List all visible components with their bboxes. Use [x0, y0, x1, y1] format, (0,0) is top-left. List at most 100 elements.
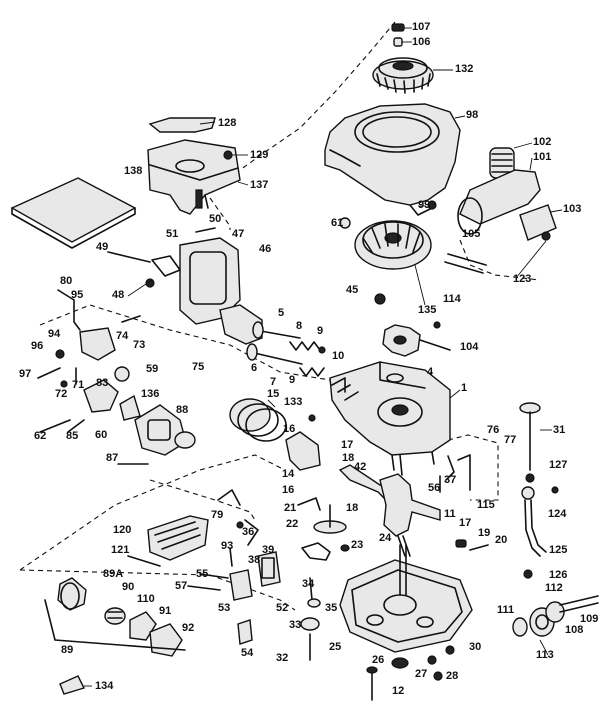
dipstick-oil-fill [519, 402, 559, 579]
callout-16: 16 [282, 484, 294, 496]
callout-128: 128 [218, 117, 236, 129]
callout-91: 91 [159, 605, 171, 617]
callout-49: 49 [96, 241, 108, 253]
callout-110: 110 [137, 593, 155, 605]
callout-127: 127 [549, 459, 567, 471]
pto-gear-set-108 [512, 595, 599, 656]
callout-129: 129 [250, 149, 268, 161]
callout-90: 90 [122, 581, 134, 593]
callout-80: 80 [60, 275, 72, 287]
callout-53: 53 [218, 602, 230, 614]
sump-base-25 [339, 544, 473, 701]
callout-17: 17 [341, 439, 353, 451]
callout-5: 5 [278, 307, 284, 319]
callout-38: 38 [248, 554, 260, 566]
piston-rings-15 [229, 398, 321, 471]
callout-23: 23 [351, 539, 363, 551]
callout-11: 11 [444, 508, 456, 520]
callout-48: 48 [112, 289, 124, 301]
magneto-104 [382, 321, 451, 357]
callout-133: 133 [284, 396, 302, 408]
callout-74: 74 [116, 330, 129, 342]
callout-9: 9 [289, 374, 295, 386]
cam-gear-22 [297, 497, 350, 561]
fuel-tank-128-137-138 [10, 117, 249, 249]
callout-85: 85 [66, 430, 78, 442]
callout-107: 107 [412, 21, 430, 33]
callout-97: 97 [19, 368, 31, 380]
callout-104: 104 [460, 341, 479, 353]
callout-124: 124 [548, 508, 567, 520]
callout-33: 33 [289, 619, 301, 631]
callout-114: 114 [443, 293, 462, 305]
callout-21: 21 [284, 502, 296, 514]
cylinder-block-1 [329, 361, 461, 471]
callout-18: 18 [342, 452, 354, 464]
callout-32: 32 [276, 652, 288, 664]
callout-77: 77 [504, 434, 516, 446]
callout-73: 73 [133, 339, 145, 351]
callout-42: 42 [354, 461, 366, 473]
small-parts-center [217, 489, 259, 567]
air-filter-101-103 [457, 142, 563, 241]
screws-99-61 [339, 200, 437, 229]
callout-62: 62 [34, 430, 46, 442]
callout-83: 83 [96, 377, 108, 389]
callout-112: 112 [545, 582, 563, 594]
carburetor-47-51 [107, 227, 263, 345]
valves-springs [246, 321, 326, 377]
callout-106: 106 [412, 36, 430, 48]
callout-46: 46 [259, 243, 271, 255]
screw-107-106 [391, 23, 412, 47]
callout-50: 50 [209, 213, 221, 225]
callout-55: 55 [196, 568, 208, 580]
callout-113: 113 [536, 649, 554, 661]
callout-20: 20 [495, 534, 507, 546]
callout-35: 35 [325, 602, 337, 614]
callout-28: 28 [446, 670, 458, 682]
callout-109: 109 [580, 613, 598, 625]
callout-95: 95 [71, 289, 83, 301]
callout-111: 111 [497, 604, 514, 616]
callout-45: 45 [346, 284, 358, 296]
flywheel-135 [354, 220, 432, 306]
callout-59: 59 [146, 363, 158, 375]
callout-93: 93 [221, 540, 233, 552]
callout-72: 72 [55, 388, 67, 400]
linkage-left [37, 289, 141, 388]
callout-61: 61 [331, 217, 343, 229]
callout-51: 51 [166, 228, 178, 240]
callout-22: 22 [286, 518, 298, 530]
callout-103: 103 [563, 203, 581, 215]
callout-137: 137 [250, 179, 268, 191]
callout-92: 92 [182, 622, 194, 634]
callout-36: 36 [242, 526, 254, 538]
callout-19: 19 [478, 527, 490, 539]
callout-76: 76 [487, 424, 499, 436]
callout-14: 14 [282, 468, 295, 480]
callout-24: 24 [379, 532, 392, 544]
callout-89A: 89A [103, 568, 123, 580]
callout-10: 10 [332, 350, 344, 362]
callout-9: 9 [317, 325, 323, 337]
governor-plate-52-53 [187, 551, 281, 645]
callout-37: 37 [444, 474, 456, 486]
callout-47: 47 [232, 228, 244, 240]
callout-18: 18 [346, 502, 358, 514]
callout-57: 57 [175, 580, 187, 592]
callout-98: 98 [466, 109, 478, 121]
muffler-120 [127, 515, 209, 567]
callout-136: 136 [141, 388, 159, 400]
callout-102: 102 [533, 136, 551, 148]
callout-138: 138 [124, 165, 142, 177]
callout-75: 75 [192, 361, 204, 373]
callout-87: 87 [106, 452, 118, 464]
misc-fasteners-right [374, 231, 551, 305]
callout-79: 79 [211, 509, 223, 521]
callout-125: 125 [549, 544, 567, 556]
callout-34: 34 [302, 578, 315, 590]
callout-4: 4 [427, 366, 434, 378]
callout-27: 27 [415, 668, 427, 680]
lower-valve-tappets [300, 577, 321, 661]
